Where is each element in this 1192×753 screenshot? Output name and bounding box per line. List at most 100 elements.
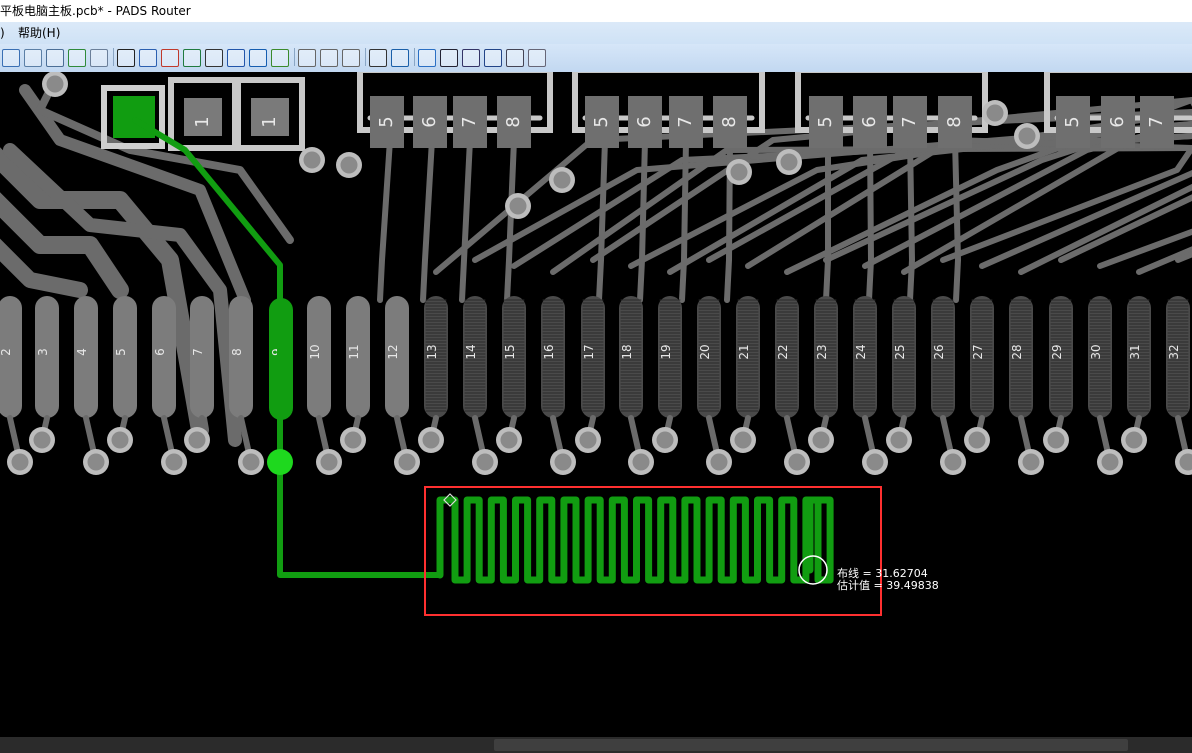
toolbar-separator bbox=[414, 48, 415, 66]
save-icon[interactable] bbox=[90, 49, 108, 67]
pin-label: 10 bbox=[308, 344, 322, 359]
pin-label: 8 bbox=[230, 348, 244, 356]
zoom-icon[interactable] bbox=[369, 49, 387, 67]
trace-vertical bbox=[907, 137, 915, 303]
trace-vertical bbox=[459, 137, 473, 303]
pin-label: 3 bbox=[36, 348, 50, 356]
pad-label: 8 bbox=[944, 116, 965, 127]
menu-bar: ) 帮助(H) bbox=[0, 22, 1192, 44]
move-icon[interactable] bbox=[462, 49, 480, 67]
properties-icon[interactable] bbox=[24, 49, 42, 67]
pin-strip bbox=[346, 296, 370, 418]
select-icon[interactable] bbox=[117, 49, 135, 67]
pin-strip bbox=[190, 296, 214, 418]
route-icon[interactable] bbox=[249, 49, 267, 67]
via-drill bbox=[398, 453, 416, 471]
pin-strip bbox=[35, 296, 59, 418]
pin-strip bbox=[74, 296, 98, 418]
via-drill bbox=[33, 431, 51, 449]
pan-icon[interactable] bbox=[418, 49, 436, 67]
comment-icon[interactable] bbox=[506, 49, 524, 67]
via-drill bbox=[730, 163, 748, 181]
pad bbox=[453, 96, 487, 148]
via-drill bbox=[944, 453, 962, 471]
via-drill bbox=[303, 151, 321, 169]
window-icon[interactable] bbox=[484, 49, 502, 67]
pad bbox=[251, 98, 289, 136]
pad-label: 7 bbox=[1146, 116, 1167, 127]
undo-icon[interactable] bbox=[298, 49, 316, 67]
redo2-icon[interactable] bbox=[342, 49, 360, 67]
component-icon[interactable] bbox=[183, 49, 201, 67]
via-drill bbox=[1101, 453, 1119, 471]
via-drill bbox=[986, 104, 1004, 122]
pen-icon[interactable] bbox=[46, 49, 64, 67]
via-drill bbox=[632, 453, 650, 471]
via-drill bbox=[188, 431, 206, 449]
menu-item-help[interactable]: 帮助(H) bbox=[18, 26, 61, 40]
routed-track bbox=[132, 117, 443, 578]
via-drill bbox=[1047, 431, 1065, 449]
via-drill bbox=[340, 156, 358, 174]
via-drill bbox=[11, 453, 29, 471]
trace-vertical bbox=[420, 137, 435, 303]
pin-label: 30 bbox=[1089, 344, 1103, 359]
pin-strip bbox=[0, 296, 22, 418]
via-drill bbox=[866, 453, 884, 471]
route-label: 布线 bbox=[837, 567, 859, 580]
pin-label: 25 bbox=[893, 344, 907, 359]
trace-vertical bbox=[679, 137, 689, 303]
pin-strip bbox=[229, 296, 253, 418]
pad-label: 8 bbox=[503, 116, 524, 127]
trace-wide bbox=[0, 192, 129, 299]
connector-frame bbox=[572, 72, 765, 133]
pad-outline bbox=[235, 77, 305, 151]
pad bbox=[713, 96, 747, 148]
pin-label: 21 bbox=[737, 344, 751, 359]
pad-label: 6 bbox=[859, 116, 880, 127]
pin-strip bbox=[152, 296, 176, 418]
pad-label: 6 bbox=[1107, 116, 1128, 127]
toolbar-separator bbox=[294, 48, 295, 66]
estimate-value: = 39.49838 bbox=[873, 579, 939, 592]
drc-icon[interactable] bbox=[139, 49, 157, 67]
via-drill bbox=[788, 453, 806, 471]
pad-label: 5 bbox=[1062, 116, 1083, 127]
pin-strip bbox=[307, 296, 331, 418]
find-icon[interactable] bbox=[391, 49, 409, 67]
pin-label: 20 bbox=[698, 344, 712, 359]
pin-label: 23 bbox=[815, 344, 829, 359]
pad-label: 5 bbox=[815, 116, 836, 127]
trace bbox=[3, 143, 242, 447]
menu-item-partial[interactable]: ) bbox=[0, 26, 5, 40]
open-icon[interactable] bbox=[2, 49, 20, 67]
via-drill bbox=[656, 431, 674, 449]
view-icon[interactable] bbox=[440, 49, 458, 67]
settings-icon[interactable] bbox=[528, 49, 546, 67]
pin-label: 16 bbox=[542, 344, 556, 359]
via-drill bbox=[554, 453, 572, 471]
layer-icon[interactable] bbox=[161, 49, 179, 67]
check-icon[interactable] bbox=[205, 49, 223, 67]
horizontal-scrollbar[interactable] bbox=[0, 737, 1192, 753]
via-drill bbox=[87, 453, 105, 471]
auto-route-icon[interactable] bbox=[271, 49, 289, 67]
via-drill bbox=[476, 453, 494, 471]
pad-label: 1 bbox=[192, 116, 213, 127]
pin-strip bbox=[113, 296, 137, 418]
via-drill bbox=[509, 197, 527, 215]
refresh-icon[interactable] bbox=[68, 49, 86, 67]
via-drill bbox=[812, 431, 830, 449]
pin-label: 6 bbox=[153, 348, 167, 356]
toolbar bbox=[0, 44, 1192, 73]
pin-label: 11 bbox=[347, 344, 361, 359]
pin-label: 32 bbox=[1167, 344, 1181, 359]
scrollbar-thumb[interactable] bbox=[494, 739, 1128, 751]
via-drill bbox=[1022, 453, 1040, 471]
trace-vertical bbox=[377, 137, 393, 303]
redo-icon[interactable] bbox=[320, 49, 338, 67]
via-drill bbox=[46, 75, 64, 93]
net-icon[interactable] bbox=[227, 49, 245, 67]
